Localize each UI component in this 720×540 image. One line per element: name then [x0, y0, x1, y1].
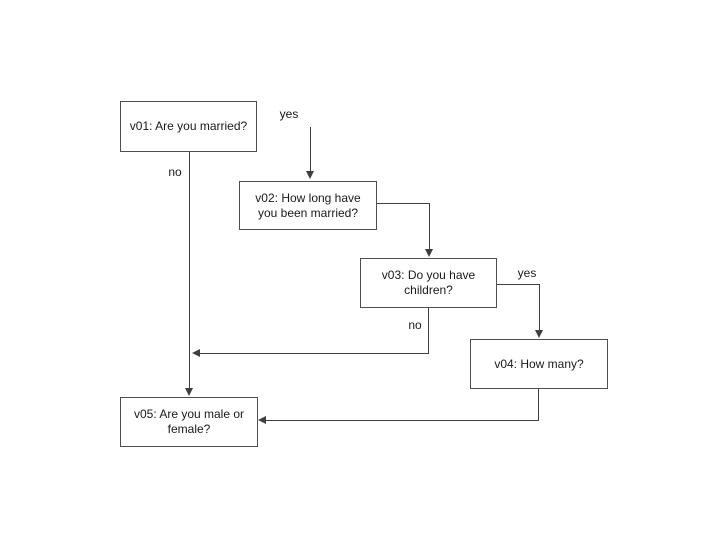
- edge-v03-yes-vline: [539, 284, 540, 331]
- edge-label-v03-yes: yes: [517, 266, 537, 280]
- edge-v03-no-hline: [200, 353, 429, 354]
- flowchart-node-v05: v05: Are you male or female?: [120, 397, 258, 447]
- edge-v03-no-vline: [428, 308, 429, 354]
- node-v03-label: v03: Do you have children?: [381, 268, 476, 297]
- flowchart-node-v04: v04: How many?: [470, 339, 608, 389]
- edge-v01-yes-line: [310, 127, 311, 172]
- edge-label-v01-no: no: [168, 165, 182, 179]
- edge-v01-no-arrowhead-icon: [185, 388, 193, 396]
- edge-v03-yes-arrowhead-icon: [535, 330, 543, 338]
- edge-v03-no-arrowhead-icon: [192, 349, 200, 357]
- edge-v04-v05-vline: [538, 389, 539, 421]
- edge-label-v03-no: no: [408, 318, 422, 332]
- edge-v02-v03-hline: [377, 203, 430, 204]
- edge-v04-v05-arrowhead-icon: [258, 416, 266, 424]
- flowchart-node-v02: v02: How long have you been married?: [239, 181, 377, 230]
- node-v05-label: v05: Are you male or female?: [133, 407, 245, 436]
- edge-v03-yes-hline: [497, 284, 540, 285]
- edge-v01-no-line: [189, 152, 190, 389]
- flowchart-node-v03: v03: Do you have children?: [360, 258, 497, 308]
- edge-v02-v03-arrowhead-icon: [425, 249, 433, 257]
- edge-v02-v03-vline: [429, 203, 430, 251]
- edge-v01-yes-arrowhead-icon: [306, 171, 314, 179]
- node-v04-label: v04: How many?: [494, 356, 584, 371]
- edge-label-v01-yes: yes: [279, 107, 299, 121]
- node-v02-label: v02: How long have you been married?: [255, 190, 361, 220]
- edge-v04-v05-hline: [265, 420, 539, 421]
- flowchart-node-v01: v01: Are you married?: [120, 101, 257, 152]
- node-v01-label: v01: Are you married?: [129, 119, 248, 133]
